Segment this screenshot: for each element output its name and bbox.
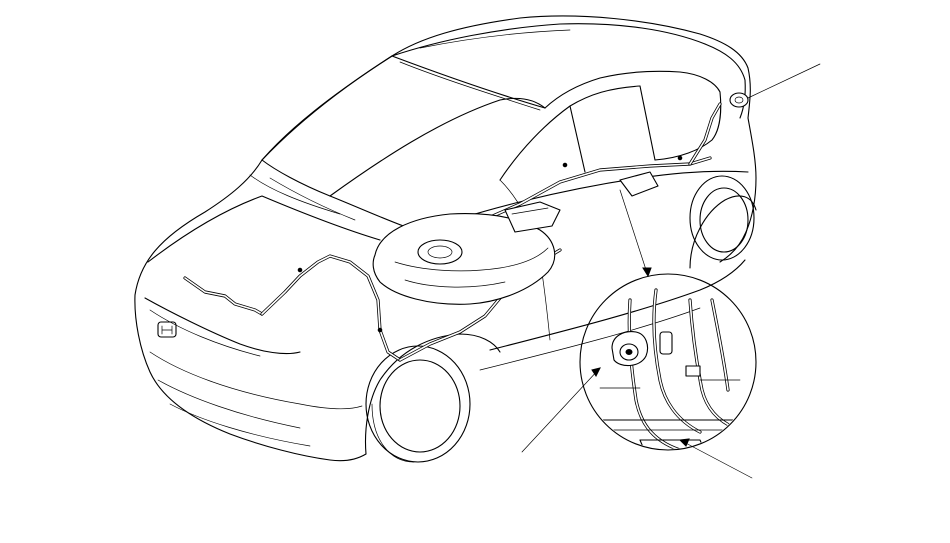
callout-leader-rail — [679, 439, 753, 479]
fuel-cap-icon — [729, 92, 749, 108]
detail-inset — [579, 273, 757, 451]
fuel-line-routing — [183, 92, 749, 362]
emblem-icon — [157, 321, 177, 338]
callout-leader-fuel-cap — [747, 63, 821, 99]
callout-leader-clip — [521, 367, 601, 453]
front-wheel — [365, 345, 471, 463]
callout-leaders — [521, 63, 821, 479]
inset-pointer — [619, 189, 649, 277]
rear-wheel — [689, 175, 755, 261]
